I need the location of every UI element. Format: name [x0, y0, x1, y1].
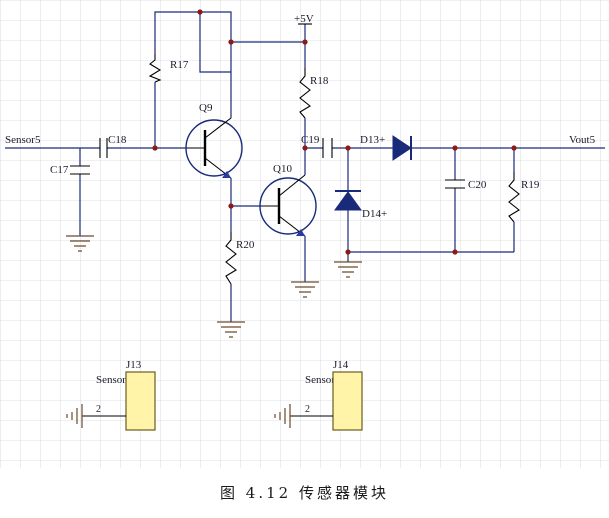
diode-d14: D14+ [334, 190, 387, 220]
r17-label: R17 [170, 59, 189, 71]
capacitor-c20: C20 [445, 179, 487, 191]
supply-5v: +5V [294, 13, 314, 25]
diode-d13: D13+ [360, 134, 412, 161]
j13-body [125, 371, 156, 431]
resistor-r18: R18 [299, 68, 329, 119]
q10-label: Q10 [273, 163, 292, 175]
output-net-label: Vout5 [569, 134, 596, 146]
j14-net-label: Sensor6 [305, 374, 341, 386]
c17-label: C17 [50, 164, 69, 176]
resistor-r19: R19 [508, 172, 540, 223]
connector-j14: J14 Sensor6 2 [274, 359, 363, 431]
ground-q10 [291, 281, 319, 298]
supply-label: +5V [294, 13, 314, 25]
ground-c17 [66, 235, 94, 252]
j14-pin-label: 2 [305, 404, 310, 415]
r20-label: R20 [236, 239, 255, 251]
r18-label: R18 [310, 75, 329, 87]
schematic-canvas: +5V R17 R18 R20 R19 C18 C17 C19 C20 [0, 0, 609, 468]
j13-ref-label: J13 [126, 359, 142, 371]
c20-label: C20 [468, 179, 487, 191]
transistor-q9: Q9 [185, 102, 243, 179]
connector-j13: J13 Sensor5 2 [66, 359, 156, 431]
q9-label: Q9 [199, 102, 213, 114]
input-net-label: Sensor5 [5, 134, 41, 146]
c19-label: C19 [301, 134, 320, 146]
ground-d14 [334, 261, 362, 278]
resistor-r17: R17 [148, 54, 189, 83]
d13-label: D13+ [360, 134, 385, 146]
j13-pin-label: 2 [96, 404, 101, 415]
capacitor-c17: C17 [50, 164, 90, 176]
grid-background [0, 0, 609, 468]
d14-label: D14+ [362, 208, 387, 220]
ground-r20 [217, 321, 245, 338]
junction-dots [152, 9, 517, 255]
r19-label: R19 [521, 179, 540, 191]
figure-caption: 图 4.12 传感器模块 [220, 484, 389, 502]
j14-body [332, 371, 363, 431]
transistor-q10: Q10 [259, 163, 317, 237]
c18-label: C18 [108, 134, 127, 146]
j14-ref-label: J14 [333, 359, 349, 371]
capacitor-c18: C18 [99, 134, 127, 158]
resistor-r20: R20 [225, 232, 255, 285]
j13-net-label: Sensor5 [96, 374, 132, 386]
capacitor-c19: C19 [301, 134, 333, 158]
